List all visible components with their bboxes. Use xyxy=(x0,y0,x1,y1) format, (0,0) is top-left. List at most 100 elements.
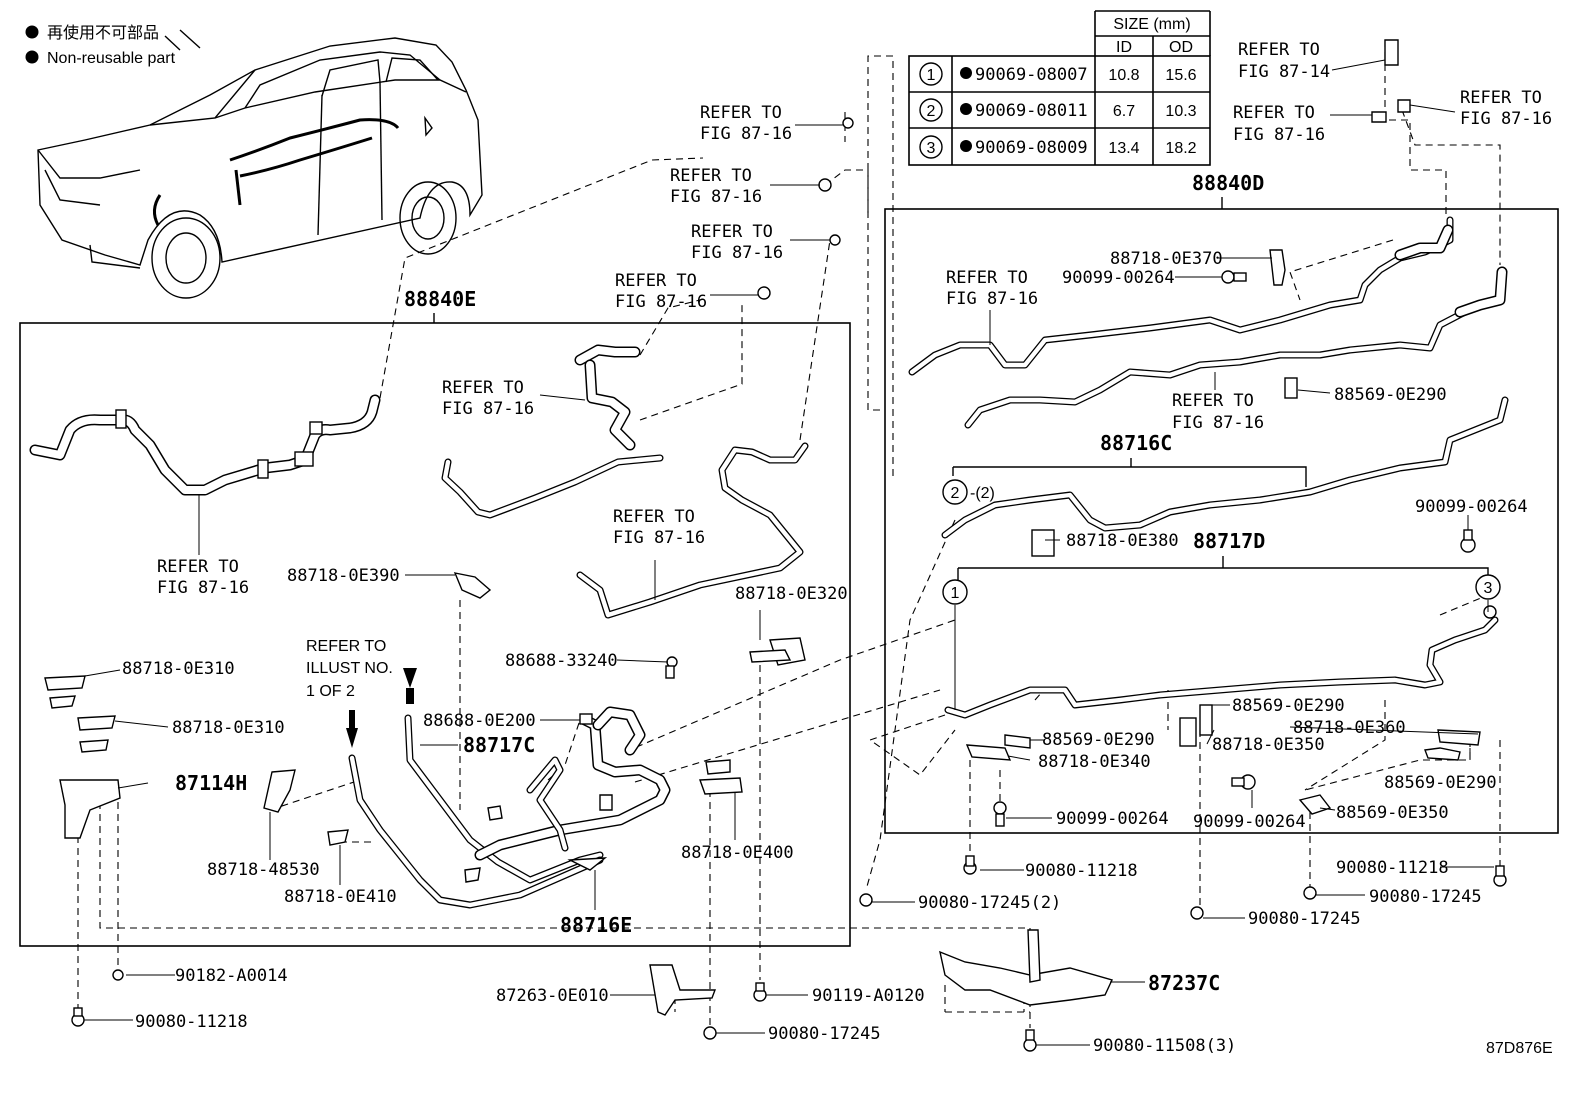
refer-to-label: REFER TO xyxy=(615,271,697,291)
table-row: 1 90069-08007 10.8 15.6 xyxy=(919,62,1197,86)
hose-assembly-88840E xyxy=(29,344,809,909)
part-90099-00264: 90099-00264 xyxy=(1056,809,1169,829)
refer-illust-1: REFER TO xyxy=(306,638,386,655)
part-88718-0E400: 88718-0E400 xyxy=(681,843,794,863)
legend: 再使用不可部品 Non-reusable part xyxy=(25,24,176,67)
assembly-88717D: 88717D xyxy=(1193,529,1265,553)
part-88718-0E370: 88718-0E370 xyxy=(1110,249,1223,269)
part-88718-0E410: 88718-0E410 xyxy=(284,887,397,907)
part-90080-11218: 90080-11218 xyxy=(135,1012,248,1032)
assembly-labels: 88840E 88840D 88716C 88717D 88717C 88716… xyxy=(175,171,1265,995)
row-number: 3 xyxy=(927,140,936,157)
part-87263-0E010: 87263-0E010 xyxy=(496,986,609,1006)
callout-1: 1 xyxy=(951,585,960,602)
assembly-87114H: 87114H xyxy=(175,771,247,795)
refer-fig-label: FIG 87-16 xyxy=(691,243,783,263)
refer-labels: REFER TO FIG 87-16 REFER TO FIG 87-16 RE… xyxy=(157,40,1552,700)
hose-callouts: 2 -(2) 1 3 xyxy=(942,479,1501,605)
hose-size-table: SIZE (mm) ID OD 1 90069-08007 10.8 15.6 … xyxy=(908,10,1211,166)
part-88569-0E350: 88569-0E350 xyxy=(1336,803,1449,823)
part-88718-0E360: 88718-0E360 xyxy=(1293,718,1406,738)
refer-to-label: REFER TO xyxy=(946,268,1028,288)
refer-fig-label: FIG 87-16 xyxy=(1233,125,1325,145)
callout-2-qty: -(2) xyxy=(970,485,995,502)
part-88718-0E310: 88718-0E310 xyxy=(122,659,235,679)
refer-to-label: REFER TO xyxy=(670,166,752,186)
part-labels: 88718-0E370 90099-00264 88569-0E290 9009… xyxy=(122,249,1528,1056)
refer-fig-label: FIG 87-16 xyxy=(615,292,707,312)
table-row: 2 90069-08011 6.7 10.3 xyxy=(919,98,1197,122)
refer-illust-2: ILLUST NO. xyxy=(306,660,393,677)
legend-non-reusable: Non-reusable part xyxy=(47,50,176,67)
part-88718-48530: 88718-48530 xyxy=(207,860,320,880)
refer-to-label: REFER TO xyxy=(1172,391,1254,411)
assembly-88717C: 88717C xyxy=(463,733,535,757)
row-number: 1 xyxy=(927,67,936,84)
row-od: 18.2 xyxy=(1165,140,1196,157)
part-88718-0E340: 88718-0E340 xyxy=(1038,752,1151,772)
assembly-88716E: 88716E xyxy=(560,913,632,937)
refer-fig-label: FIG 87-16 xyxy=(613,528,705,548)
part-88569-0E290: 88569-0E290 xyxy=(1232,696,1345,716)
part-88688-33240: 88688-33240 xyxy=(505,651,618,671)
part-90080-17245-2: 90080-17245(2) xyxy=(918,893,1061,913)
refer-to-label: REFER TO xyxy=(691,222,773,242)
refer-fig-label: FIG 87-14 xyxy=(1238,62,1330,82)
refer-fig-label: FIG 87-16 xyxy=(1172,413,1264,433)
table-size-header: SIZE (mm) xyxy=(1113,16,1190,33)
part-88718-0E310: 88718-0E310 xyxy=(172,718,285,738)
assembly-88716C: 88716C xyxy=(1100,431,1172,455)
refer-to-label: REFER TO xyxy=(1460,88,1542,108)
refer-to-label: REFER TO xyxy=(442,378,524,398)
refer-to-label: REFER TO xyxy=(700,103,782,123)
part-90080-11218: 90080-11218 xyxy=(1336,858,1449,878)
refer-fig-label: FIG 87-16 xyxy=(1460,109,1552,129)
row-od: 10.3 xyxy=(1165,103,1196,120)
part-90080-11218: 90080-11218 xyxy=(1025,861,1138,881)
small-parts xyxy=(44,39,1507,1052)
refer-fig-label: FIG 87-16 xyxy=(946,289,1038,309)
part-90119-A0120: 90119-A0120 xyxy=(812,986,925,1006)
table-id-header: ID xyxy=(1116,39,1132,56)
table-row: 3 90069-08009 13.4 18.2 xyxy=(919,135,1197,159)
part-88569-0E290: 88569-0E290 xyxy=(1334,385,1447,405)
refer-to-label: REFER TO xyxy=(157,557,239,577)
part-90080-11508-3: 90080-11508(3) xyxy=(1093,1036,1236,1056)
part-88718-0E350: 88718-0E350 xyxy=(1212,735,1325,755)
row-part-number: 90069-08007 xyxy=(975,65,1088,85)
row-part-number: 90069-08011 xyxy=(975,101,1088,121)
callout-2: 2 xyxy=(951,485,960,502)
part-90099-00264: 90099-00264 xyxy=(1415,497,1528,517)
row-id: 13.4 xyxy=(1108,140,1139,157)
part-90080-17245: 90080-17245 xyxy=(768,1024,881,1044)
row-od: 15.6 xyxy=(1165,67,1196,84)
assembly-88840E: 88840E xyxy=(404,287,476,311)
part-88569-0E290: 88569-0E290 xyxy=(1042,730,1155,750)
refer-fig-label: FIG 87-16 xyxy=(157,578,249,598)
part-88718-0E390: 88718-0E390 xyxy=(287,566,400,586)
hose-assembly-88840D xyxy=(908,216,1509,719)
figure-code: 87D876E xyxy=(1486,1040,1553,1057)
leader-lines xyxy=(84,59,1494,1046)
refer-to-label: REFER TO xyxy=(1238,40,1320,60)
part-90080-17245: 90080-17245 xyxy=(1369,887,1482,907)
part-90099-00264: 90099-00264 xyxy=(1062,268,1175,288)
row-id: 6.7 xyxy=(1113,103,1135,120)
refer-fig-label: FIG 87-16 xyxy=(700,124,792,144)
part-90099-00264: 90099-00264 xyxy=(1193,812,1306,832)
callout-3: 3 xyxy=(1484,580,1493,597)
part-88718-0E320: 88718-0E320 xyxy=(735,584,848,604)
part-90080-17245: 90080-17245 xyxy=(1248,909,1361,929)
part-88569-0E290: 88569-0E290 xyxy=(1384,773,1497,793)
part-90182-A0014: 90182-A0014 xyxy=(175,966,288,986)
assembly-87237C: 87237C xyxy=(1148,971,1220,995)
row-number: 2 xyxy=(927,103,936,120)
vehicle-illustration xyxy=(37,29,483,299)
refer-to-label: REFER TO xyxy=(1233,103,1315,123)
refer-fig-label: FIG 87-16 xyxy=(670,187,762,207)
row-id: 10.8 xyxy=(1108,67,1139,84)
row-part-number: 90069-08009 xyxy=(975,138,1088,158)
refer-fig-label: FIG 87-16 xyxy=(442,399,534,419)
part-88718-0E380: 88718-0E380 xyxy=(1066,531,1179,551)
